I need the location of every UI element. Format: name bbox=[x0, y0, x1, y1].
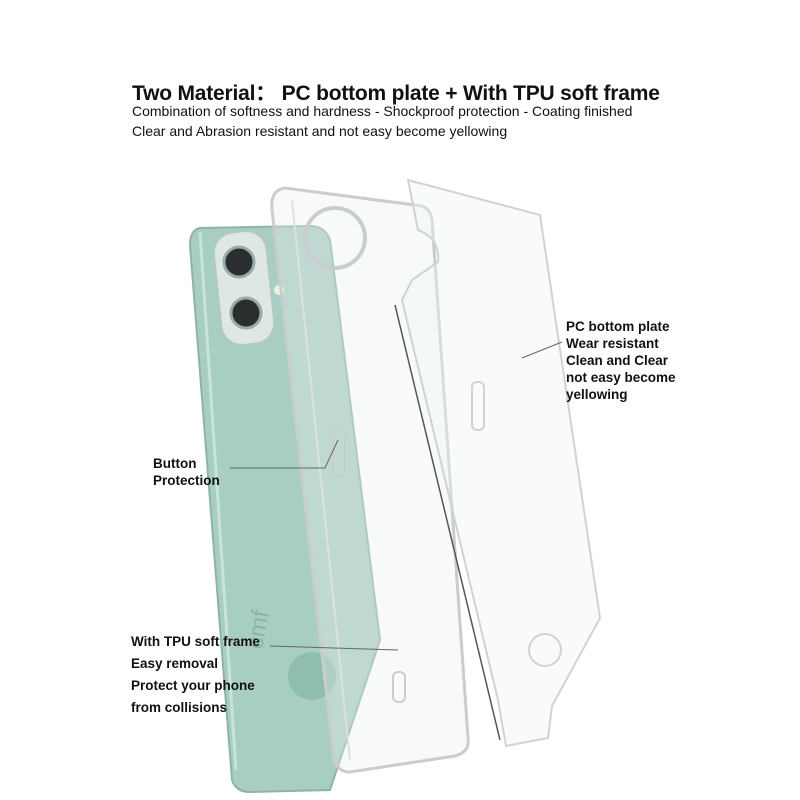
callout-line: Clean and Clear bbox=[566, 353, 669, 368]
callout-tpu-frame: With TPU soft frame Easy removal Protect… bbox=[131, 631, 260, 719]
callout-line: Button bbox=[153, 456, 197, 471]
callout-line: from collisions bbox=[131, 700, 228, 715]
svg-text:cmf: cmf bbox=[241, 608, 274, 651]
callout-line: Wear resistant bbox=[566, 336, 659, 351]
subtitle-line-2: Clear and Abrasion resistant and not eas… bbox=[132, 123, 508, 139]
pc-plate bbox=[394, 178, 602, 748]
plate-leader-line bbox=[521, 341, 563, 359]
phone-back: cmf bbox=[188, 224, 382, 794]
callout-line: yellowing bbox=[566, 387, 628, 402]
button-leader-line bbox=[230, 439, 339, 469]
callout-line: Protect your phone bbox=[131, 678, 255, 693]
frame-leader-line bbox=[269, 645, 399, 651]
tpu-frame bbox=[270, 186, 470, 774]
headline: Two Material： PC bottom plate + With TPU… bbox=[132, 82, 660, 105]
callout-pc-plate: PC bottom plate Wear resistant Clean and… bbox=[566, 318, 676, 403]
callout-line: Protection bbox=[153, 473, 220, 488]
callout-line: Easy removal bbox=[131, 656, 219, 671]
subtitle-line-1: Combination of softness and hardness - S… bbox=[132, 103, 633, 119]
callout-line: PC bottom plate bbox=[566, 319, 670, 334]
callout-line: not easy become bbox=[566, 370, 676, 385]
callout-line: With TPU soft frame bbox=[131, 634, 260, 649]
callout-button-protection: Button Protection bbox=[153, 455, 220, 489]
